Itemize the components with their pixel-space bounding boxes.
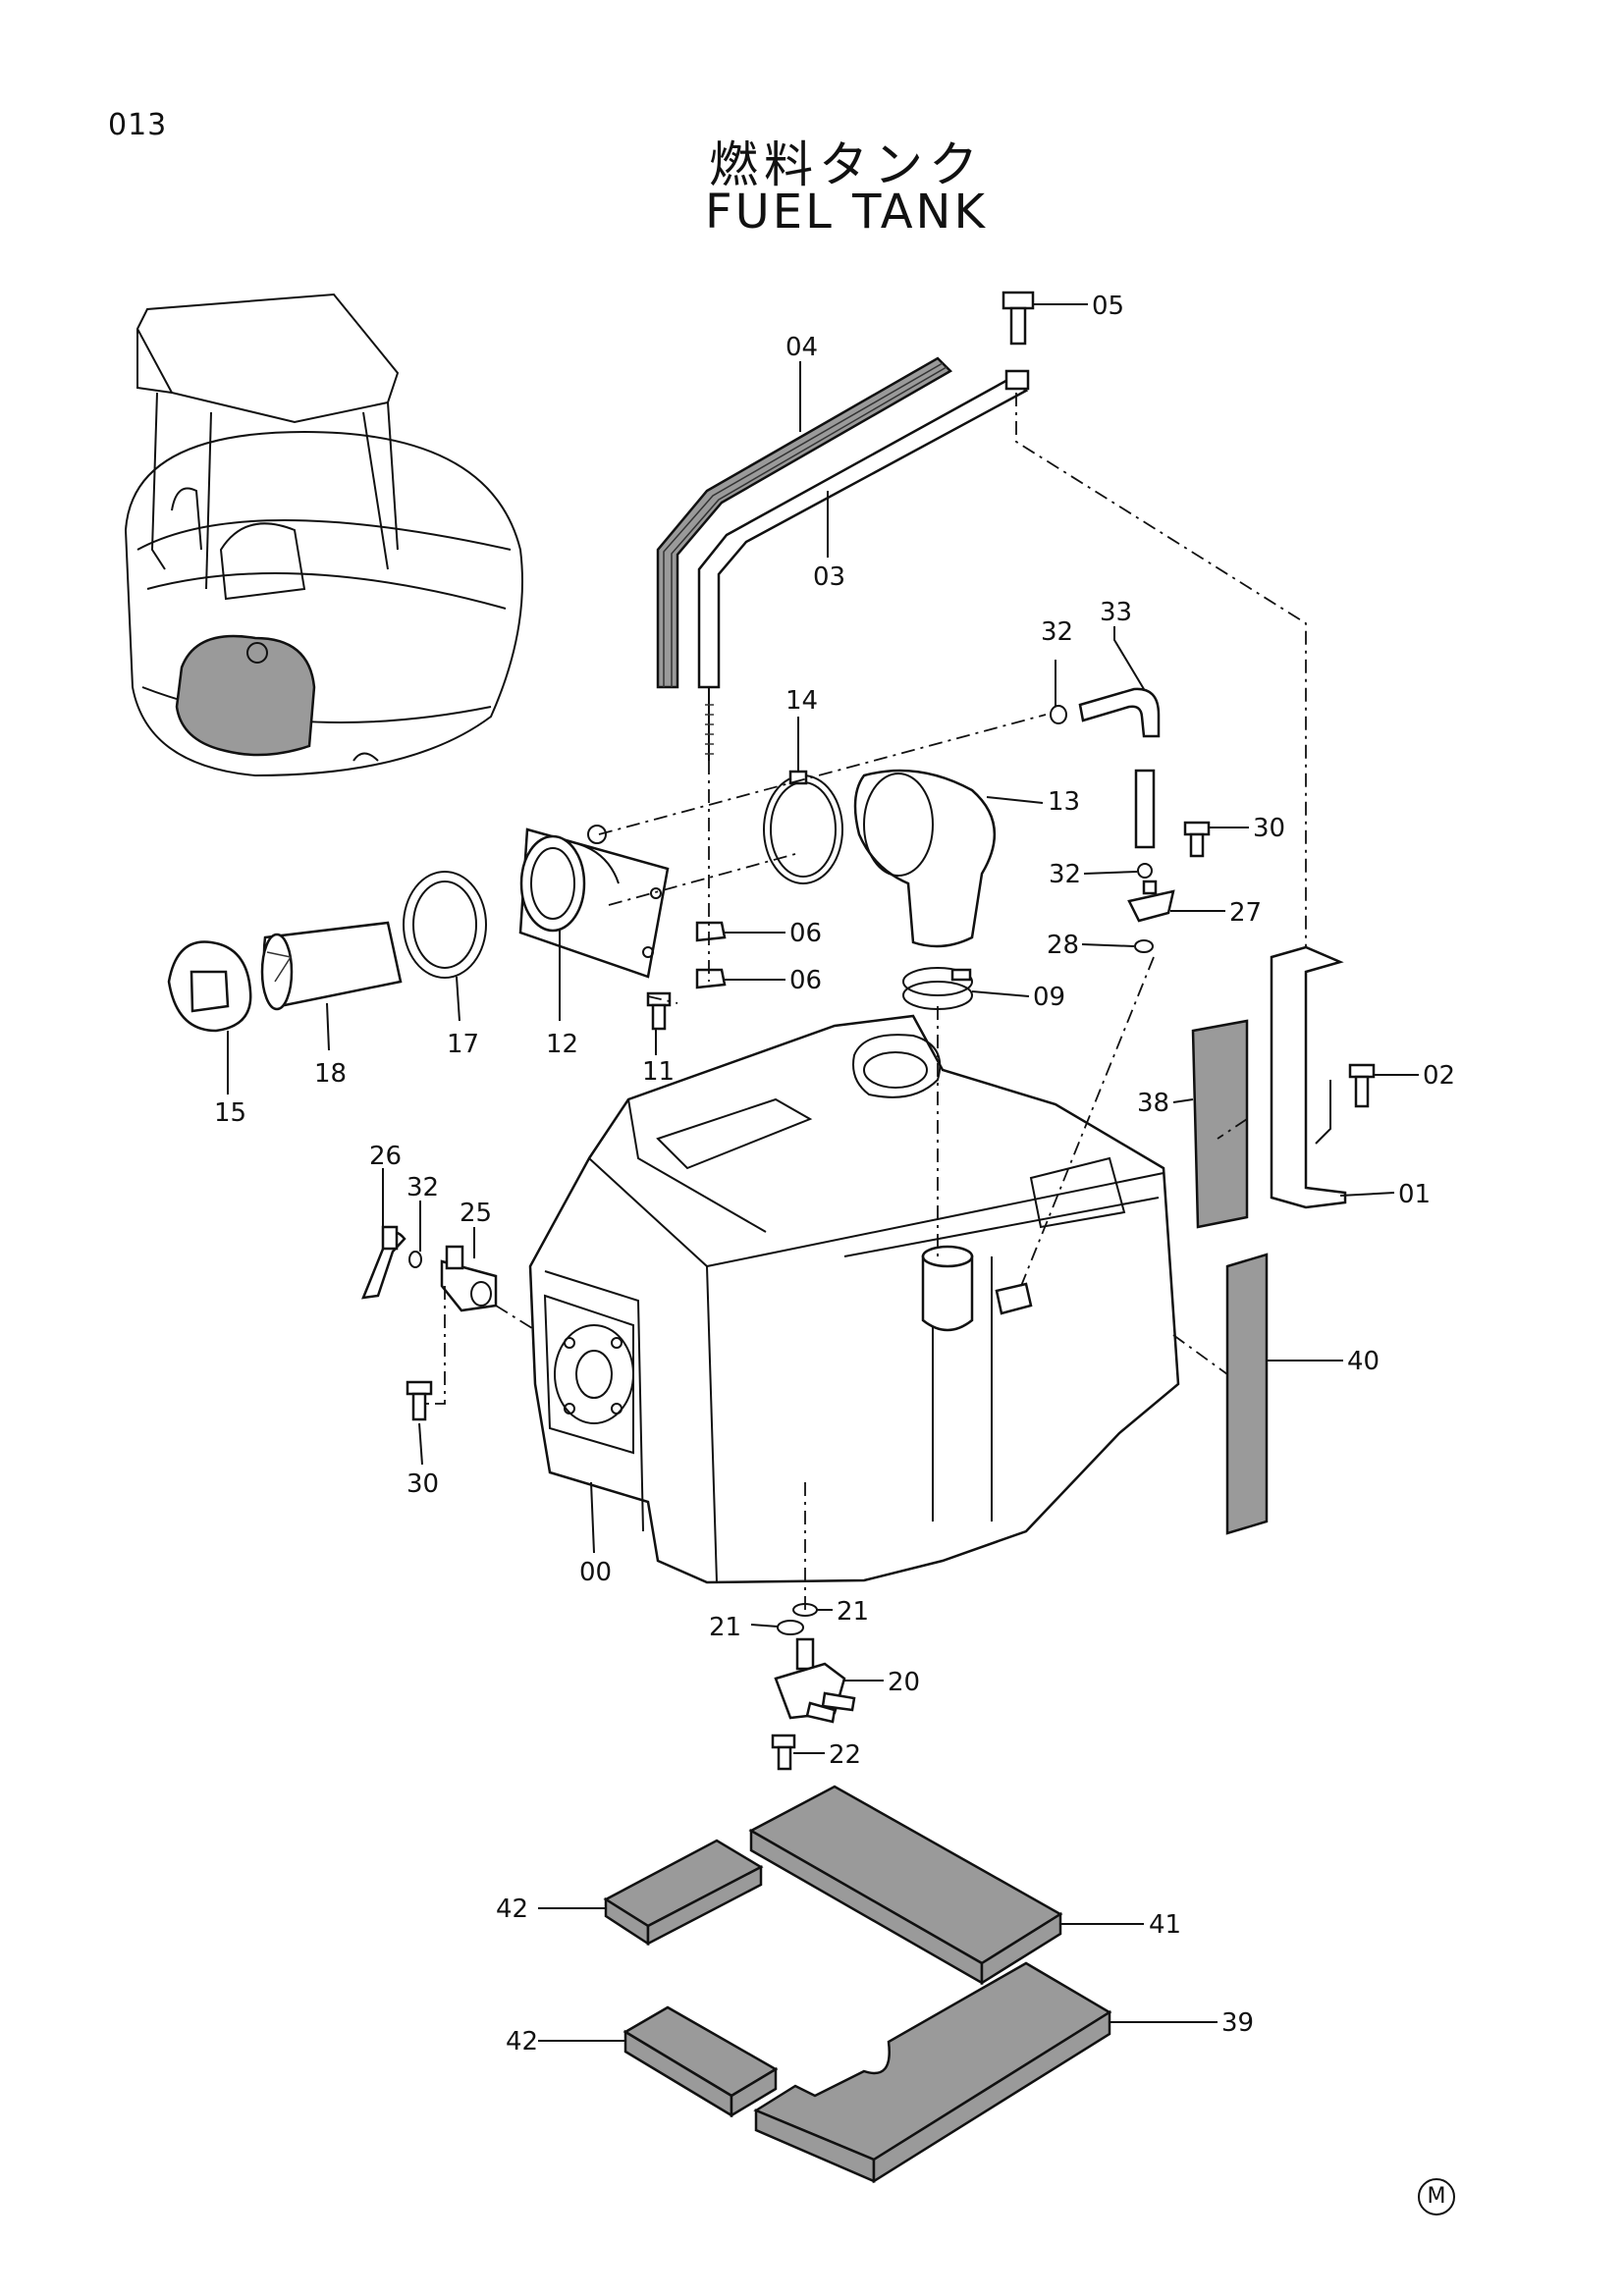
callout-label: 03 bbox=[813, 562, 845, 592]
part-04-rubber-cover bbox=[656, 356, 953, 689]
page-number: 013 bbox=[108, 108, 168, 142]
callout-label: 30 bbox=[1253, 814, 1285, 843]
callout-label: 22 bbox=[829, 1740, 861, 1770]
excavator-location-inset bbox=[124, 293, 523, 777]
part-18-strainer bbox=[260, 921, 403, 1011]
part-42-pad-upper bbox=[603, 1839, 764, 1947]
callout-label: 06 bbox=[789, 966, 822, 995]
part-30-bolt-left bbox=[406, 1380, 433, 1421]
part-28-o-ring bbox=[1134, 939, 1154, 953]
callout-label: 05 bbox=[1092, 292, 1124, 321]
part-01-bracket bbox=[1270, 945, 1347, 1209]
callout-label: 06 bbox=[789, 919, 822, 948]
part-00-fuel-tank bbox=[528, 1014, 1180, 1584]
callout-label: 25 bbox=[460, 1199, 492, 1228]
part-39-pad bbox=[753, 1961, 1112, 2184]
part-26-hose bbox=[361, 1225, 406, 1300]
callout-label: 26 bbox=[369, 1142, 402, 1171]
callout-label: 32 bbox=[406, 1173, 439, 1202]
callout-label: 38 bbox=[1137, 1089, 1169, 1118]
callout-label: 09 bbox=[1033, 983, 1065, 1012]
part-32-hose-clip bbox=[1050, 705, 1153, 879]
part-06-nuts bbox=[695, 921, 727, 989]
part-02-bolt bbox=[1348, 1063, 1376, 1108]
part-14-hose-clamp bbox=[763, 770, 843, 884]
callout-label: 18 bbox=[314, 1059, 347, 1089]
callout-label: 20 bbox=[888, 1668, 920, 1697]
callout-label: 02 bbox=[1423, 1061, 1455, 1091]
callout-label: 41 bbox=[1149, 1910, 1181, 1940]
callout-label: 14 bbox=[785, 686, 818, 716]
callout-label: 32 bbox=[1049, 860, 1081, 889]
corner-marker: M bbox=[1418, 2178, 1455, 2216]
callout-label: 33 bbox=[1100, 598, 1132, 627]
callout-label: 30 bbox=[406, 1469, 439, 1499]
part-41-pad bbox=[748, 1785, 1063, 1986]
callout-label: 04 bbox=[785, 333, 818, 362]
callout-leader-lines bbox=[227, 303, 1419, 2042]
part-30-bolt-upper bbox=[1183, 821, 1211, 858]
assembly-center-lines bbox=[425, 393, 1307, 1610]
part-40-pad bbox=[1225, 1253, 1269, 1535]
callout-label: 21 bbox=[709, 1613, 741, 1642]
callout-label: 21 bbox=[837, 1597, 869, 1627]
part-12-filler-neck bbox=[518, 825, 670, 979]
part-33-breather-hose bbox=[1078, 687, 1161, 849]
part-38-pad bbox=[1191, 1019, 1249, 1229]
part-09-band-clamp bbox=[902, 967, 973, 1010]
callout-label: 42 bbox=[506, 2027, 538, 2056]
part-22-bolt bbox=[771, 1734, 796, 1771]
part-15-filler-cap bbox=[167, 940, 252, 1033]
part-42-pad-lower bbox=[623, 2005, 779, 2118]
part-20-drain-valve bbox=[774, 1637, 856, 1724]
part-13-filler-hose bbox=[853, 769, 997, 948]
part-17-gasket bbox=[403, 871, 487, 979]
part-03-guard-bar bbox=[697, 369, 1030, 761]
callout-label: 17 bbox=[447, 1030, 479, 1059]
callout-label: 13 bbox=[1048, 787, 1080, 817]
part-21-o-ring-lower bbox=[777, 1620, 804, 1635]
part-25-fitting bbox=[440, 1245, 498, 1312]
callout-label: 15 bbox=[214, 1098, 246, 1128]
callout-label: 12 bbox=[546, 1030, 578, 1059]
callout-label: 42 bbox=[496, 1895, 528, 1924]
part-32-hose-clip-left bbox=[408, 1251, 422, 1268]
callout-label: 01 bbox=[1398, 1180, 1431, 1209]
callout-label: 27 bbox=[1229, 898, 1262, 928]
callout-labels: 05 04 03 33 32 14 13 30 32 27 06 06 28 0… bbox=[214, 292, 1455, 2056]
part-27-breather-plate bbox=[1127, 880, 1175, 923]
callout-label: 39 bbox=[1221, 2008, 1254, 2038]
part-05-bolt bbox=[1001, 291, 1035, 346]
callout-label: 00 bbox=[579, 1558, 612, 1587]
page-title-japanese: 燃料タンク bbox=[709, 136, 984, 193]
callout-label: 28 bbox=[1047, 931, 1079, 960]
callout-label: 11 bbox=[642, 1057, 675, 1087]
callout-label: 40 bbox=[1347, 1347, 1380, 1376]
page-title-english: FUEL TANK bbox=[705, 185, 988, 240]
callout-label: 32 bbox=[1041, 617, 1073, 647]
